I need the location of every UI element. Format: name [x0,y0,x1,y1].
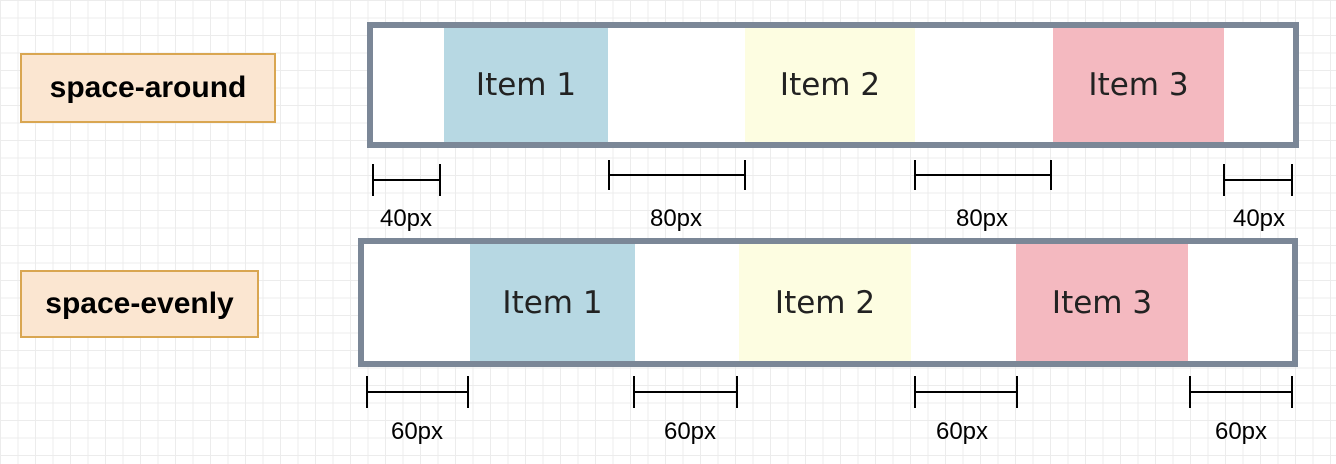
gap-marker [1189,376,1293,408]
gap-marker [608,160,746,190]
flex-item-label: Item 2 [774,284,876,321]
gap-label: 60px [1215,418,1267,445]
flex-item-1: Item 1 [444,28,608,142]
gap-marker [914,160,1052,190]
row-label-space-around: space-around [20,53,276,123]
row-label-space-evenly: space-evenly [20,270,259,338]
flex-container-space-evenly: Item 1 Item 2 Item 3 [358,238,1298,367]
flex-item-label: Item 1 [502,284,603,321]
gap-marker [1223,164,1293,196]
gap-marker [366,376,469,408]
flex-item-label: Item 3 [1088,67,1189,103]
row-label-text: space-evenly [45,287,234,320]
flex-item-label: Item 1 [475,67,577,103]
gap-marker [633,376,738,408]
flex-item-label: Item 3 [1051,284,1153,321]
row-label-text: space-around [49,71,247,104]
gap-marker [914,376,1018,408]
gap-label: 80px [650,205,702,232]
flex-item-2: Item 2 [739,244,911,361]
gap-label: 60px [391,418,443,445]
flex-item-label: Item 2 [779,67,881,103]
flex-item-3: Item 3 [1053,28,1224,142]
gap-label: 60px [664,418,716,445]
gap-marker [372,164,441,196]
gap-label: 60px [936,418,988,445]
flex-container-space-around: Item 1 Item 2 Item 3 [367,22,1299,148]
gap-label: 80px [956,205,1008,232]
flex-item-2: Item 2 [745,28,915,142]
gap-label: 40px [1233,205,1285,232]
gap-label: 40px [380,205,432,232]
flex-item-3: Item 3 [1016,244,1188,361]
flex-item-1: Item 1 [470,244,635,361]
